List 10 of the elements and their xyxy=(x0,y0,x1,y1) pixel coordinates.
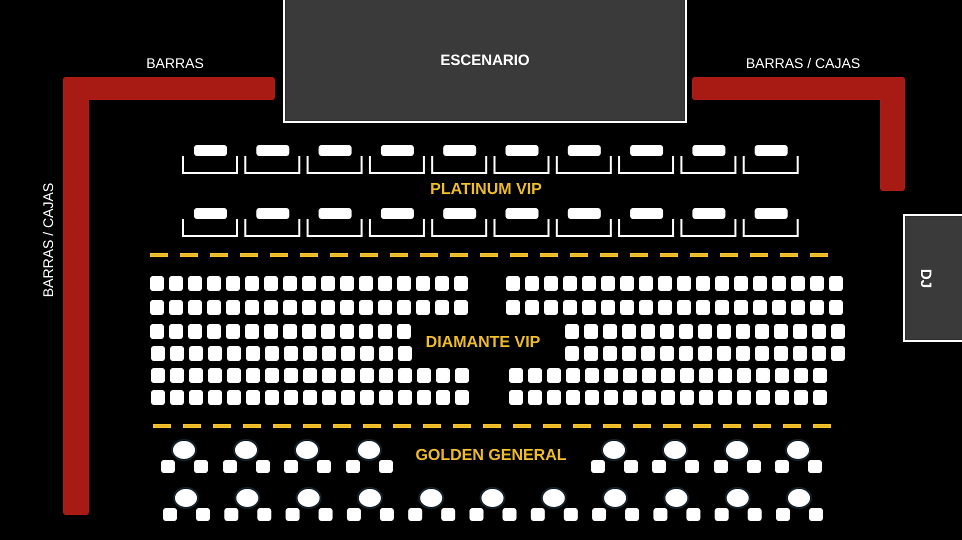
stage-label: ESCENARIO xyxy=(440,52,530,69)
stage-area xyxy=(283,0,687,123)
section-label: PLATINUM VIP xyxy=(430,181,542,199)
area-label: BARRAS xyxy=(146,55,204,71)
booth-label: DJ xyxy=(918,268,934,288)
section-label: DIAMANTE VIP xyxy=(426,334,540,352)
area-label: BARRAS / CAJAS xyxy=(746,55,860,71)
dj-booth xyxy=(903,214,962,342)
area-label: BARRAS / CAJAS xyxy=(40,182,56,298)
section-label: GOLDEN GENERAL xyxy=(415,447,567,465)
